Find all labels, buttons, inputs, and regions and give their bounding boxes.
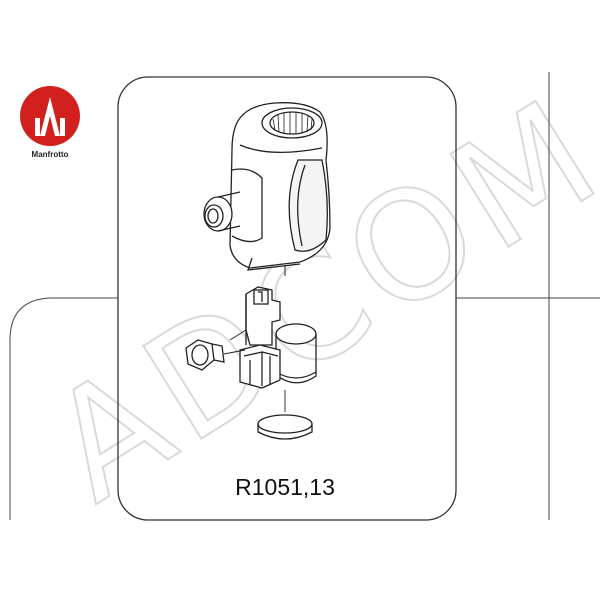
logo-mark xyxy=(40,97,60,136)
sheet-frame xyxy=(9,72,600,520)
drawing-panel xyxy=(117,76,457,521)
manfrotto-logo: Manfrotto xyxy=(20,86,80,159)
logo-wordmark: Manfrotto xyxy=(32,150,69,159)
head-body-drawing xyxy=(203,102,331,276)
clamp-assembly-drawing xyxy=(185,286,317,440)
part-number-label: R1051,13 xyxy=(235,474,335,500)
